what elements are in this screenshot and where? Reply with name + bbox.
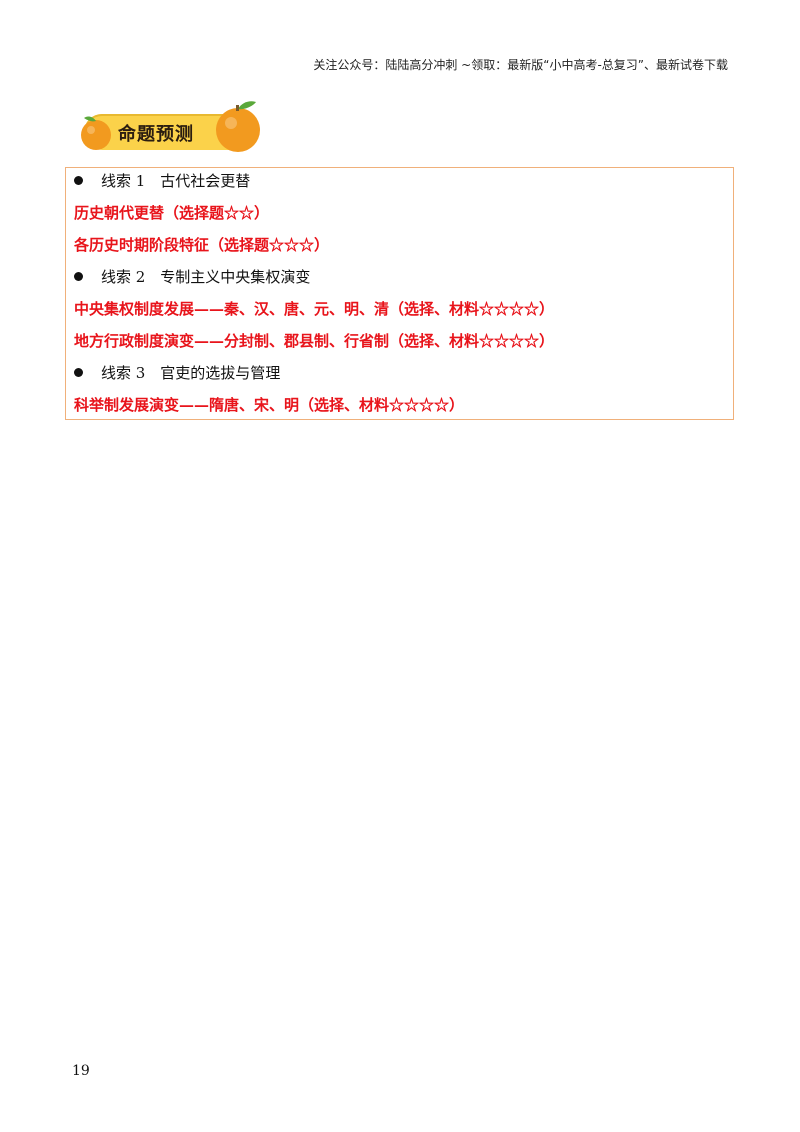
clue-item: 地方行政制度演变——分封制、郡县制、行省制（选择、材料☆☆☆☆） bbox=[74, 332, 555, 350]
bullet-icon bbox=[74, 271, 83, 281]
clue-item: 中央集权制度发展——秦、汉、唐、元、明、清（选择、材料☆☆☆☆） bbox=[74, 300, 555, 318]
orange-icon bbox=[216, 101, 260, 152]
clue-item: 科举制发展演变——隋唐、宋、明（选择、材料☆☆☆☆） bbox=[74, 396, 465, 414]
banner-title: 命题预测 bbox=[118, 124, 194, 145]
clue-heading: 线索 3 官吏的选拔与管理 bbox=[74, 362, 280, 383]
clue-heading: 线索 2 专制主义中央集权演变 bbox=[74, 266, 310, 287]
clue-heading: 线索 1 古代社会更替 bbox=[74, 170, 250, 191]
bullet-icon bbox=[74, 175, 83, 185]
bullet-icon bbox=[74, 367, 83, 377]
orange-icon bbox=[81, 116, 111, 150]
clue-item: 历史朝代更替（选择题☆☆） bbox=[74, 204, 270, 222]
section-banner: 命题预测 bbox=[76, 98, 266, 160]
clue-item: 各历史时期阶段特征（选择题☆☆☆） bbox=[74, 236, 330, 254]
page-header: 关注公众号：陆陆高分冲刺 ~领取：最新版“小中高考-总复习”、最新试卷下载 bbox=[313, 58, 728, 72]
page-number: 19 bbox=[72, 1063, 90, 1079]
prediction-box: 线索 1 古代社会更替 历史朝代更替（选择题☆☆） 各历史时期阶段特征（选择题☆… bbox=[65, 167, 734, 420]
